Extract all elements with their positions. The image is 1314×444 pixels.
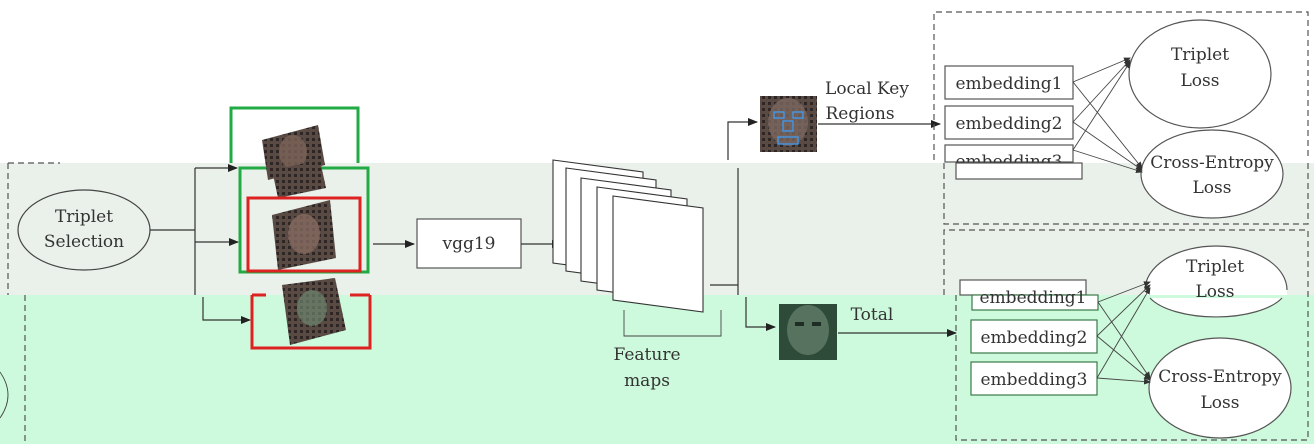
total-embedding-1: embedding1 bbox=[959, 279, 1099, 311]
svg-text:embedding1: embedding1 bbox=[956, 74, 1063, 94]
negative-arrow bbox=[202, 297, 251, 324]
feature-maps-brace bbox=[623, 310, 722, 337]
local-embedding-2: embedding2 bbox=[944, 105, 1074, 140]
total-embedding-edges bbox=[1096, 281, 1151, 385]
local-triplet-loss-node: Triplet Loss bbox=[1128, 19, 1272, 129]
svg-text:Triplet: Triplet bbox=[1171, 45, 1229, 65]
svg-text:Cross-Entropy: Cross-Entropy bbox=[1158, 367, 1282, 387]
svg-text:Loss: Loss bbox=[1181, 71, 1220, 91]
local-cross-entropy-loss-node: Cross-Entropy Loss bbox=[1140, 129, 1284, 219]
triplet-selection-node: Triplet Selection bbox=[17, 189, 151, 271]
total-label: Total bbox=[851, 305, 894, 325]
svg-text:embedding2: embedding2 bbox=[981, 328, 1088, 348]
negative-sample-lower-frame bbox=[250, 293, 372, 350]
local-embedding-edges bbox=[1072, 57, 1143, 174]
feature-maps-line1: Feature bbox=[613, 345, 680, 365]
svg-text:Loss: Loss bbox=[1201, 393, 1240, 413]
feature-maps-line2: maps bbox=[624, 371, 670, 391]
total-embedding-3: embedding3 bbox=[970, 361, 1098, 396]
local-branch-arrow bbox=[727, 118, 758, 160]
positive-face-icon bbox=[272, 200, 336, 270]
total-cross-entropy-loss-node: Cross-Entropy Loss bbox=[1148, 337, 1292, 439]
svg-text:Loss: Loss bbox=[1193, 178, 1232, 198]
total-face-icon bbox=[779, 304, 837, 360]
svg-text:embedding2: embedding2 bbox=[956, 114, 1063, 134]
svg-text:Cross-Entropy: Cross-Entropy bbox=[1150, 153, 1274, 173]
total-triplet-loss-node: Triplet Loss bbox=[1144, 245, 1288, 318]
backbone-box: vgg19 bbox=[416, 218, 522, 269]
left-ellipse-fragment bbox=[0, 371, 9, 419]
total-loss-container bbox=[943, 229, 1309, 441]
negative-sample-frame bbox=[246, 196, 362, 273]
triplet-selection-line2: Selection bbox=[44, 232, 124, 252]
landmark-face-icon bbox=[760, 96, 817, 152]
local-loss-container bbox=[933, 11, 1309, 225]
total-branch-arrow bbox=[745, 297, 776, 331]
negative-face-icon bbox=[282, 278, 346, 345]
svg-text:Triplet: Triplet bbox=[1186, 257, 1244, 277]
local-key-regions-line2: Regions bbox=[825, 104, 894, 124]
triplet-selection-line1: Triplet bbox=[55, 207, 113, 227]
backbone-label: vgg19 bbox=[441, 234, 495, 254]
local-embedding-1: embedding1 bbox=[944, 65, 1074, 100]
local-key-regions-line1: Local Key bbox=[825, 79, 909, 99]
svg-text:Loss: Loss bbox=[1196, 282, 1235, 302]
feature-maps-stack bbox=[552, 159, 704, 313]
svg-text:embedding3: embedding3 bbox=[981, 370, 1088, 390]
total-embedding-2: embedding2 bbox=[970, 319, 1098, 354]
local-embedding-3-lower bbox=[955, 162, 1083, 180]
svg-text:embedding1: embedding1 bbox=[980, 288, 1087, 308]
anchor-face-copy-icon bbox=[272, 160, 326, 198]
